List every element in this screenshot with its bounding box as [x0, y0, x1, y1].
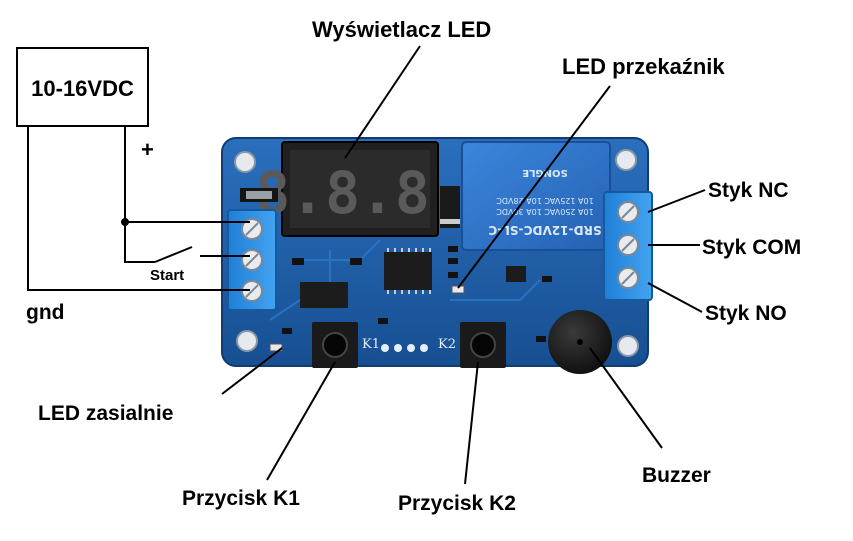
- gnd-label: gnd: [26, 301, 65, 324]
- plus-label: +: [141, 137, 154, 162]
- callout-lines: [221, 45, 706, 485]
- power-led-callout: LED zasialnie: [38, 402, 174, 425]
- smd-components: [282, 246, 552, 342]
- relay: SRD-12VDC-SL-C 10A 250VAC 10A 30VDC 10A …: [461, 141, 611, 251]
- com-callout: Styk COM: [702, 236, 802, 259]
- optocoupler: [300, 282, 348, 308]
- mounting-holes: [234, 149, 639, 357]
- transistor: [506, 266, 526, 282]
- display-digits: 8.8.8.: [255, 159, 465, 227]
- power-led: [269, 343, 283, 352]
- k2-callout: Przycisk K2: [398, 492, 516, 515]
- relay-led-callout: LED przekaźnik: [562, 54, 725, 79]
- nc-callout: Styk NC: [708, 179, 789, 202]
- relay-terminal-block: [603, 191, 653, 301]
- relay-rating-text-2: 10A 125VAC 10A 28VDC: [496, 196, 594, 205]
- input-terminal-block: [227, 209, 277, 311]
- k1-callout: Przycisk K1: [182, 487, 300, 510]
- buzzer-callout: Buzzer: [642, 464, 711, 487]
- header-pads: [381, 344, 428, 352]
- relay-model-text: SRD-12VDC-SL-C: [488, 223, 601, 237]
- diode: [440, 186, 460, 228]
- no-callout: Styk NO: [705, 302, 787, 325]
- start-label: Start: [150, 267, 185, 284]
- k1-silkscreen: K1: [362, 337, 380, 352]
- led-display: 8.8.8.: [255, 141, 465, 237]
- microcontroller-chip: [384, 248, 432, 294]
- power-supply-label: 10-16VDC: [31, 76, 134, 101]
- wiring: [27, 127, 250, 291]
- relay-led: [451, 285, 465, 294]
- power-supply-box: 10-16VDC: [16, 47, 149, 127]
- display-callout: Wyświetlacz LED: [312, 17, 492, 42]
- relay-rating-text-1: 10A 250VAC 10A 30VDC: [496, 207, 594, 216]
- k2-silkscreen: K2: [438, 337, 456, 352]
- button-k2[interactable]: [460, 322, 506, 368]
- button-k1[interactable]: [312, 322, 358, 368]
